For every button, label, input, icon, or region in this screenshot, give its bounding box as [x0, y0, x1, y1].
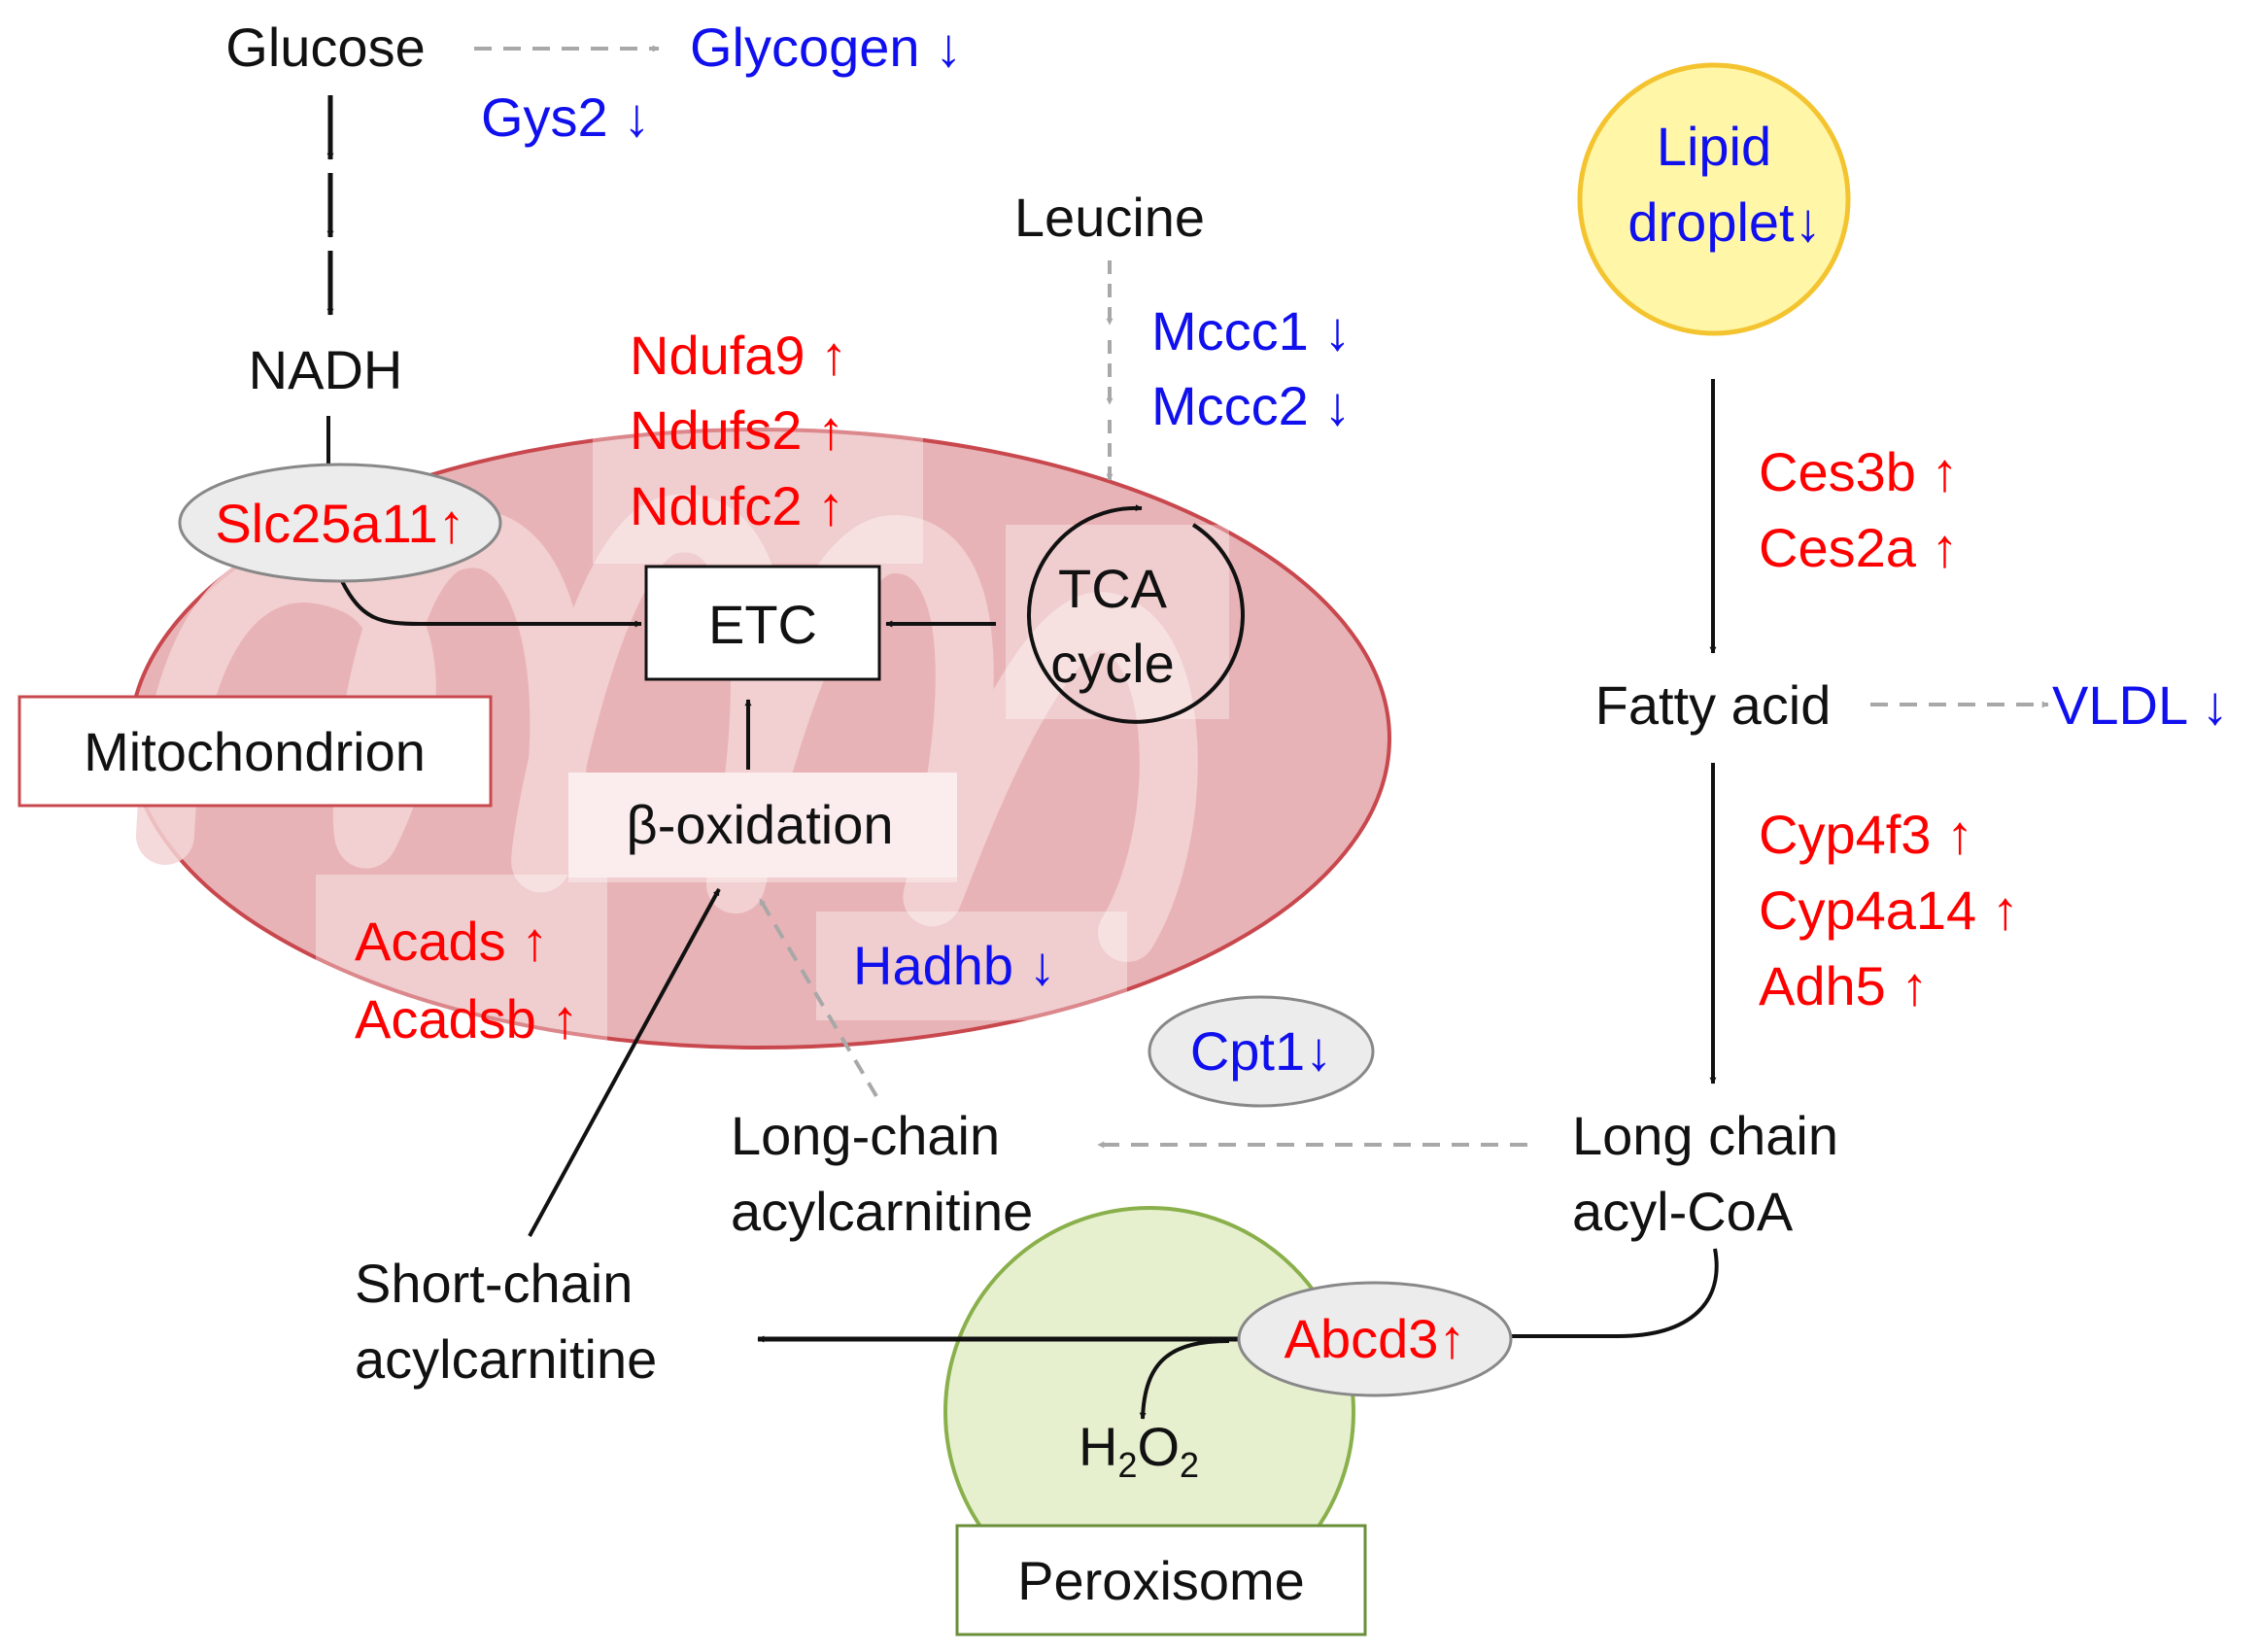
- line-acyl-coa-to-abcd3: [1511, 1248, 1719, 1338]
- short-chain-acylcarnitine-label-line2: acylcarnitine: [355, 1328, 657, 1390]
- arrow-abcd3-to-h2o2: [1139, 1339, 1230, 1420]
- mito-highlight: [593, 428, 923, 564]
- cpt1-transporter: [1148, 995, 1375, 1108]
- peroxisome-label-box: [955, 1524, 1367, 1636]
- hadhb-label: Hadhb ↓: [853, 935, 1056, 996]
- lipid-droplet-label-line2: droplet↓: [1627, 191, 1821, 253]
- h2o2-h: H: [1079, 1416, 1117, 1477]
- ndufc2-label: Ndufc2 ↑: [630, 475, 844, 536]
- short-chain-acylcarnitine-label-line1: Short-chain: [355, 1253, 633, 1314]
- arrow-short-chain-to-beta-oxidation: [528, 888, 721, 1237]
- lipid-droplet-shape: [1577, 62, 1851, 336]
- acads-label: Acads ↑: [355, 911, 548, 972]
- gys2-label: Gys2 ↓: [481, 86, 650, 148]
- etc-box: [644, 565, 881, 681]
- long-chain-acylcarnitine-label-line2: acylcarnitine: [731, 1181, 1033, 1242]
- h2o2-sub2: 2: [1180, 1445, 1199, 1485]
- long-chain-acyl-coa-label-line2: acyl-CoA: [1572, 1181, 1794, 1242]
- cyp4a14-label: Cyp4a14 ↑: [1759, 879, 2019, 941]
- ces2a-label: Ces2a ↑: [1759, 517, 1958, 578]
- h2o2-o: O: [1137, 1416, 1180, 1477]
- ndufa9-label: Ndufa9 ↑: [630, 325, 847, 386]
- fatty-acid-label: Fatty acid: [1595, 674, 1832, 736]
- lipid-droplet-label-line1: Lipid: [1657, 116, 1771, 177]
- tca-label-line1: TCA: [1058, 558, 1168, 619]
- abcd3-transporter: [1237, 1281, 1513, 1397]
- beta-oxidation-label: β-oxidation: [626, 794, 893, 855]
- mito-highlight: [316, 875, 607, 1059]
- peroxisome-label: Peroxisome: [1017, 1550, 1305, 1611]
- labels: Glucose Glycogen ↓ Gys2 ↓ NADH Slc25a11↑…: [84, 17, 2228, 1611]
- tca-cycle-ring: [1027, 504, 1245, 724]
- adh5-label: Adh5 ↑: [1759, 955, 1928, 1016]
- h2o2-label: H2O2: [1079, 1416, 1199, 1485]
- mito-highlight: [1006, 525, 1229, 719]
- slc25a11-transporter: [178, 463, 502, 583]
- dashed-arrows: [474, 45, 2049, 1149]
- nadh-label: NADH: [249, 339, 403, 400]
- ndufs2-label: Ndufs2 ↑: [630, 399, 844, 461]
- slc25a11-label: Slc25a11↑: [215, 493, 464, 554]
- abcd3-label: Abcd3↑: [1285, 1308, 1466, 1369]
- solid-arrows: [326, 95, 1719, 1420]
- mitochondrion-label: Mitochondrion: [84, 721, 426, 782]
- glucose-label: Glucose: [225, 17, 425, 78]
- cyp4f3-label: Cyp4f3 ↑: [1759, 804, 1973, 865]
- h2o2-sub1: 2: [1117, 1445, 1137, 1485]
- vldl-label: VLDL ↓: [2052, 674, 2229, 736]
- etc-label: ETC: [708, 594, 817, 655]
- ces3b-label: Ces3b ↑: [1759, 441, 1958, 502]
- leucine-label: Leucine: [1014, 187, 1205, 248]
- cpt1-label: Cpt1↓: [1190, 1020, 1332, 1082]
- long-chain-acyl-coa-label-line1: Long chain: [1572, 1105, 1838, 1166]
- mitochondrion-label-box: [17, 695, 493, 808]
- tca-label-line2: cycle: [1050, 633, 1175, 694]
- arrow-long-chain-to-beta-oxidation: [758, 897, 878, 1098]
- mccc2-label: Mccc2 ↓: [1151, 375, 1351, 436]
- long-chain-acylcarnitine-label-line1: Long-chain: [731, 1105, 1000, 1166]
- glycogen-label: Glycogen ↓: [690, 17, 962, 78]
- beta-oxidation-box: [568, 773, 957, 878]
- mccc1-label: Mccc1 ↓: [1151, 300, 1351, 361]
- arrow-slc25a11-to-etc: [340, 580, 642, 628]
- mito-highlight: [816, 912, 1127, 1020]
- mitochondrion-organelle: [128, 428, 1391, 1059]
- acadsb-label: Acadsb ↑: [355, 988, 578, 1050]
